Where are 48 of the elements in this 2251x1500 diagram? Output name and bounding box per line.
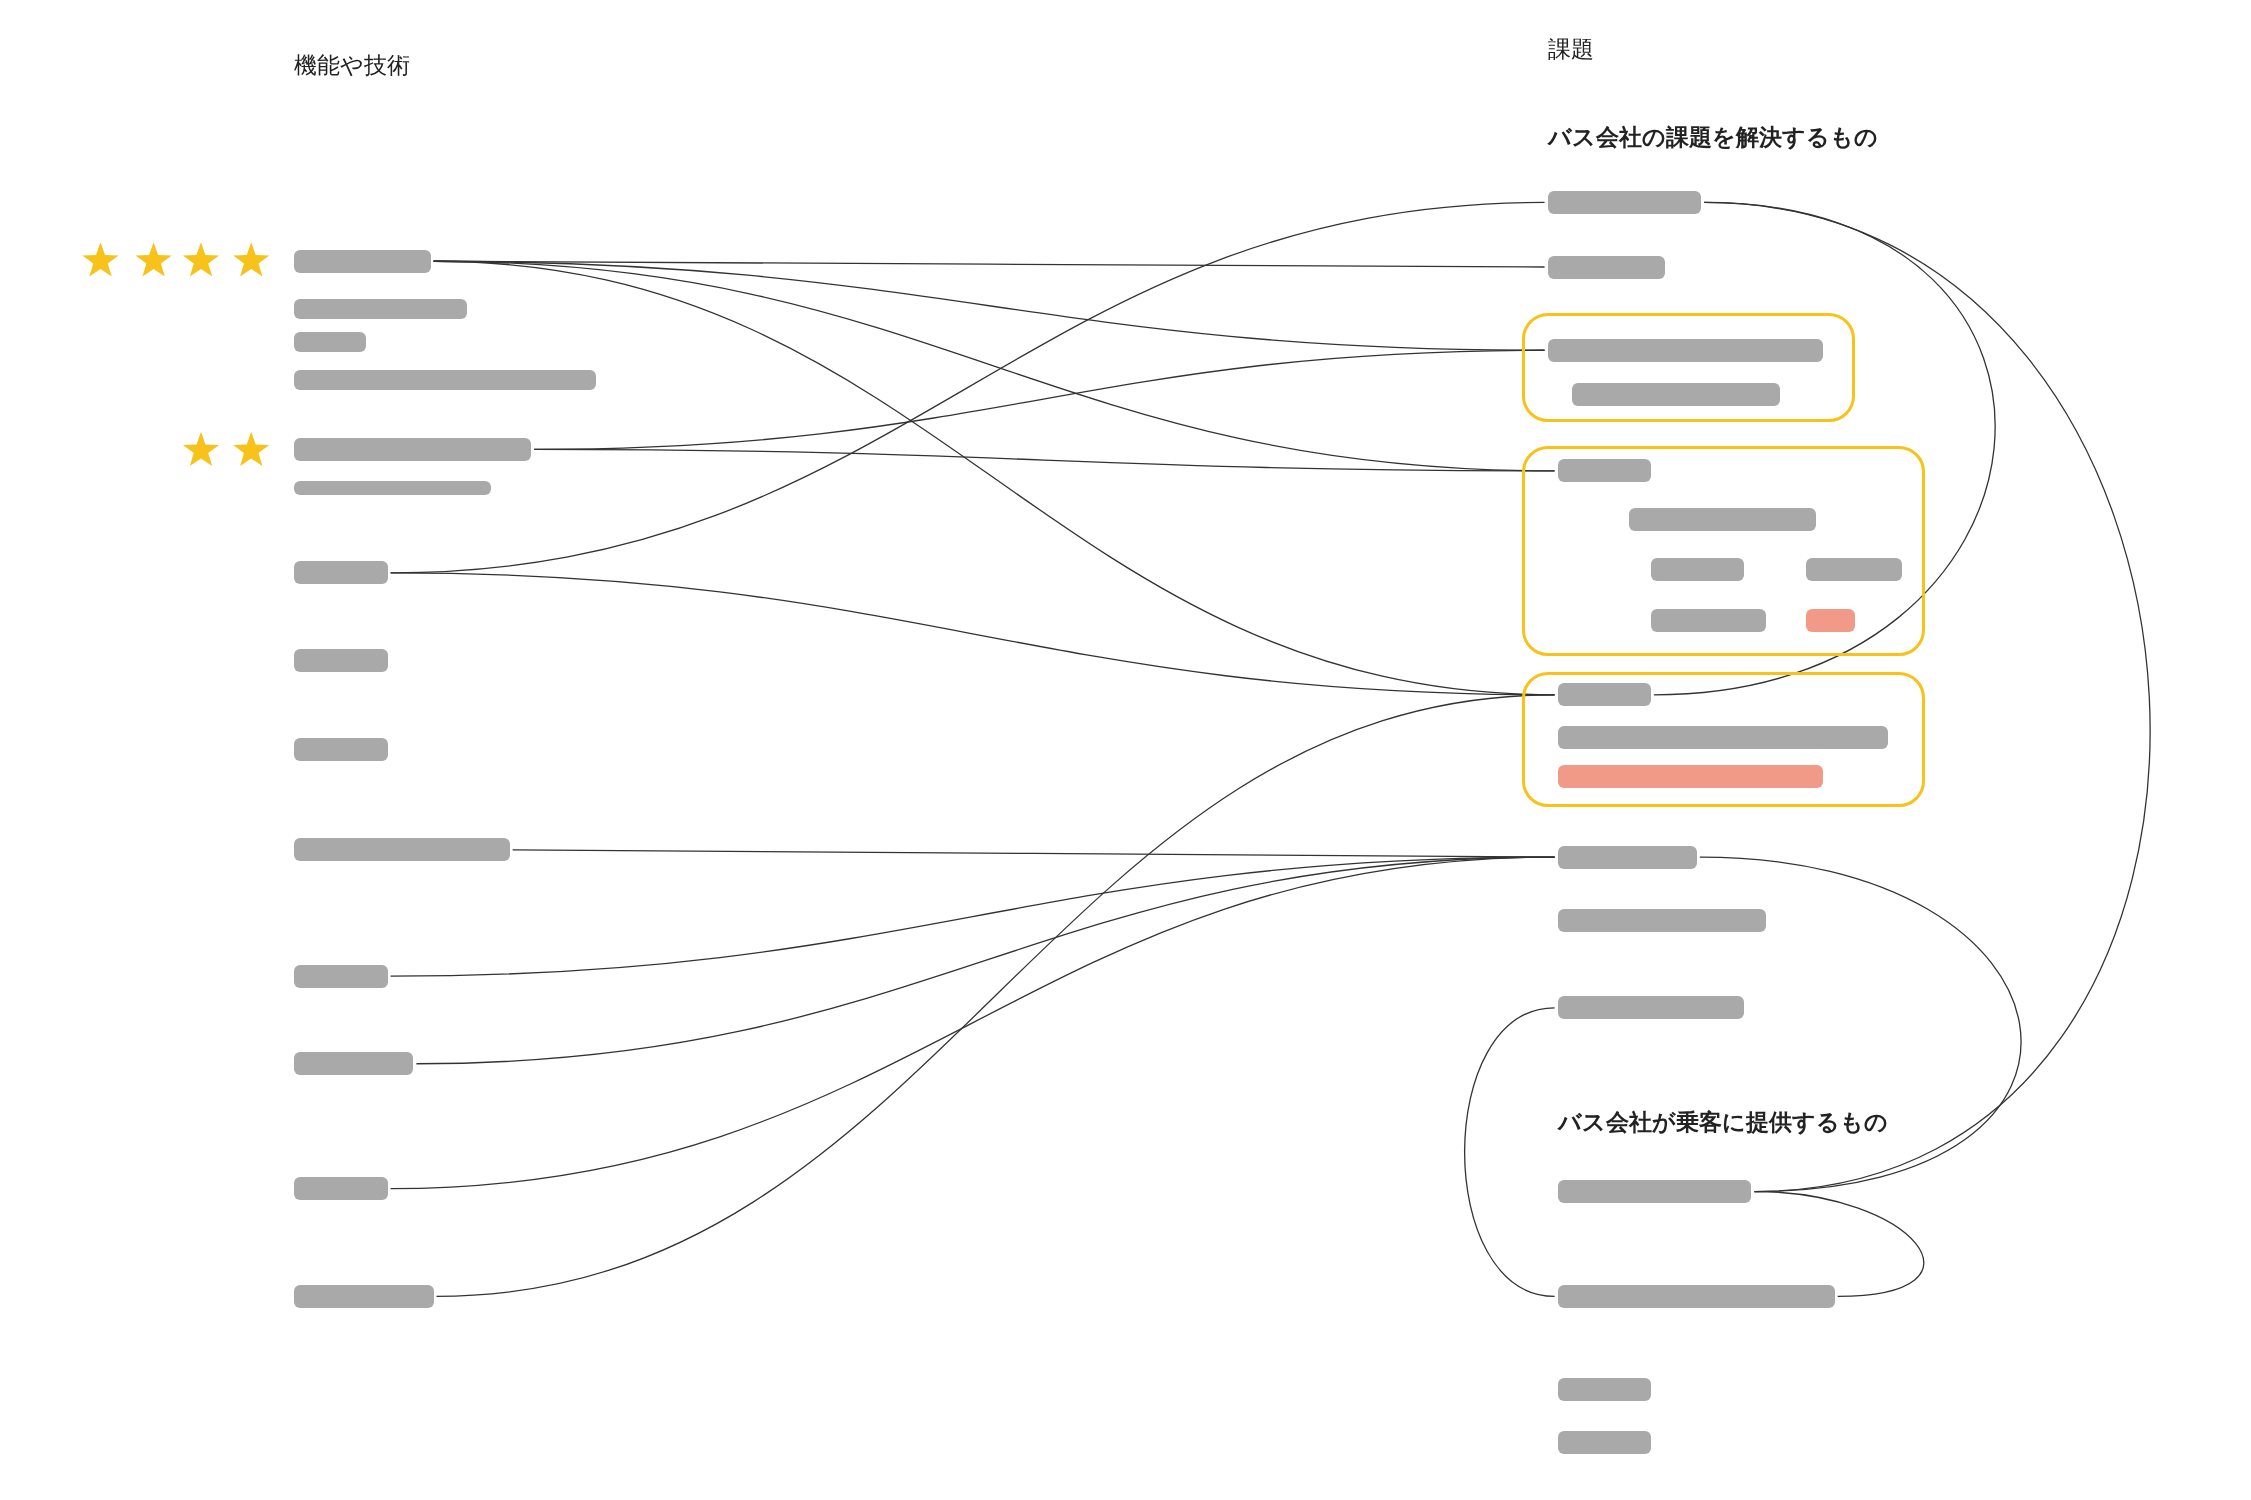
rounded-box	[1521, 446, 1926, 657]
connector-line	[1753, 1190, 1924, 1297]
blurred-text	[1650, 558, 1745, 582]
blurred-text	[1650, 608, 1766, 632]
blurred-text	[294, 838, 510, 862]
section-heading: バス会社の課題を解決するもの	[1547, 123, 1878, 152]
blurred-text	[294, 331, 367, 352]
blurred-text	[1805, 558, 1903, 582]
connector-line	[1463, 1007, 1556, 1297]
connector-line	[389, 856, 1556, 1190]
blurred-text	[1629, 508, 1816, 532]
rounded-box	[1521, 671, 1926, 807]
blurred-text	[294, 737, 388, 761]
blurred-text	[1557, 726, 1888, 750]
blurred-text	[1557, 1180, 1752, 1203]
blurred-text	[1557, 845, 1697, 869]
blurred-text	[294, 1284, 434, 1308]
connector-line	[1653, 201, 1995, 696]
blurred-text	[1805, 608, 1855, 632]
blurred-text	[294, 249, 431, 273]
blurred-text	[1547, 338, 1824, 362]
blurred-text	[294, 648, 388, 672]
blurred-text	[1557, 908, 1766, 932]
blurred-text	[1557, 683, 1651, 707]
blurred-text	[294, 1052, 414, 1076]
blurred-text	[294, 480, 491, 496]
connector-line	[435, 694, 1556, 1297]
blurred-text	[294, 561, 388, 585]
blurred-text	[1557, 1431, 1651, 1455]
blurred-text	[294, 298, 467, 319]
connector-line	[533, 448, 1556, 472]
blurred-text	[1547, 255, 1666, 279]
section-heading: バス会社が乗客に提供するもの	[1557, 1107, 1888, 1137]
blurred-text	[294, 370, 596, 391]
blurred-text	[294, 437, 532, 461]
rounded-box	[1521, 312, 1855, 423]
blurred-text	[1557, 996, 1745, 1020]
column-heading: 機能や技術	[294, 51, 411, 81]
connector-line	[1699, 856, 2021, 1193]
blurred-text	[1547, 190, 1702, 214]
blurred-text	[294, 964, 388, 988]
blurred-text	[1557, 765, 1824, 789]
blurred-text	[1557, 459, 1651, 483]
blurred-text	[1571, 383, 1781, 407]
blurred-text	[1557, 1378, 1651, 1402]
blurred-text	[1557, 1284, 1835, 1308]
blurred-text	[294, 1177, 388, 1201]
column-heading: 課題	[1547, 35, 1594, 65]
